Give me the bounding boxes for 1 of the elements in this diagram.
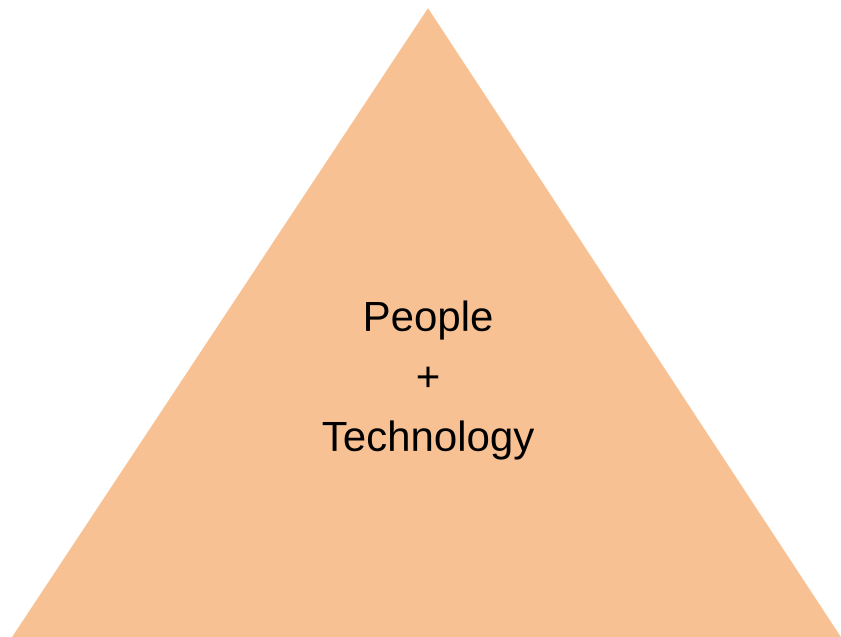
triangle: People + Technology bbox=[12, 8, 841, 637]
